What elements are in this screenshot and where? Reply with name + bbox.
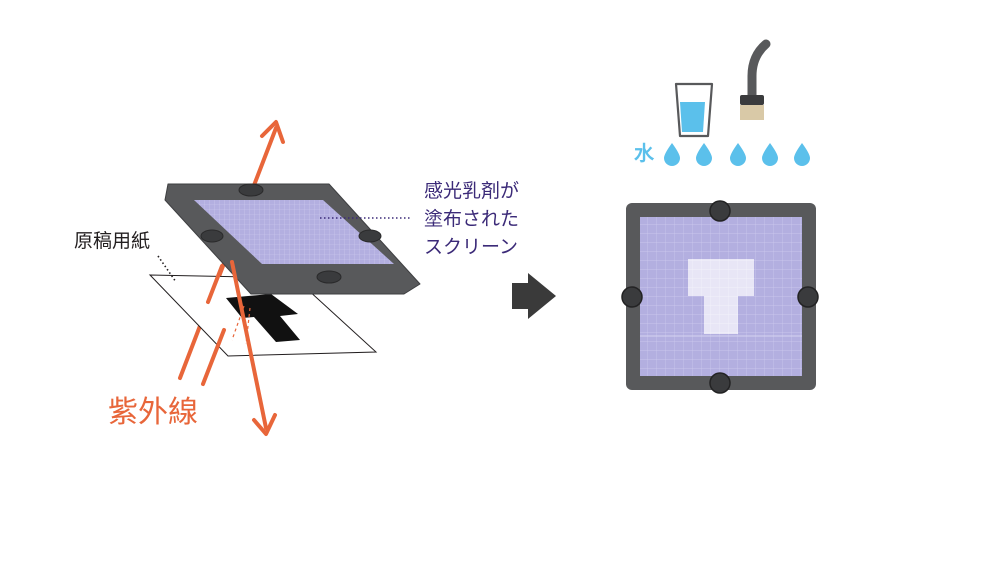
frame-clamp xyxy=(709,200,731,222)
right-arrow-icon xyxy=(512,273,556,319)
exposure-scene: 原稿用紙 感光乳剤が 塗布された スクリーン 紫外線 xyxy=(74,120,519,436)
water-drop-icon xyxy=(730,143,746,166)
manuscript-paper-label: 原稿用紙 xyxy=(74,230,150,252)
manuscript-leader-line xyxy=(157,255,177,283)
uv-ray-front-segment xyxy=(206,264,224,304)
ultraviolet-label: 紫外線 xyxy=(108,395,198,430)
emulsion-label-line1: 感光乳剤が xyxy=(424,180,519,202)
hose-brush-icon xyxy=(740,39,771,120)
uv-arrowhead-up xyxy=(260,120,285,144)
frame-clamp xyxy=(797,286,819,308)
frame-clamp xyxy=(316,270,342,284)
frame-clamp xyxy=(238,183,264,197)
frame-clamp xyxy=(621,286,643,308)
frame-clamp xyxy=(200,229,224,243)
water-drop-icon xyxy=(664,143,680,166)
water-drop-icon xyxy=(794,143,810,166)
emulsion-label-line3: スクリーン xyxy=(424,236,518,258)
water-label: 水 xyxy=(634,141,655,165)
uv-ray-down xyxy=(230,260,268,430)
water-drop-icon xyxy=(696,143,712,166)
water-drop-icon xyxy=(762,143,778,166)
washout-scene: 水 xyxy=(621,39,819,394)
frame-clamp xyxy=(358,229,382,243)
uv-arrowhead-down xyxy=(252,413,277,436)
emulsion-label-line2: 塗布された xyxy=(424,207,519,230)
uv-ray-lower xyxy=(201,328,226,386)
cup-icon xyxy=(674,82,714,138)
frame-clamp xyxy=(709,372,731,394)
t-stencil-opening xyxy=(688,259,754,334)
t-shape-original xyxy=(226,294,300,342)
screen-mesh xyxy=(194,200,394,264)
